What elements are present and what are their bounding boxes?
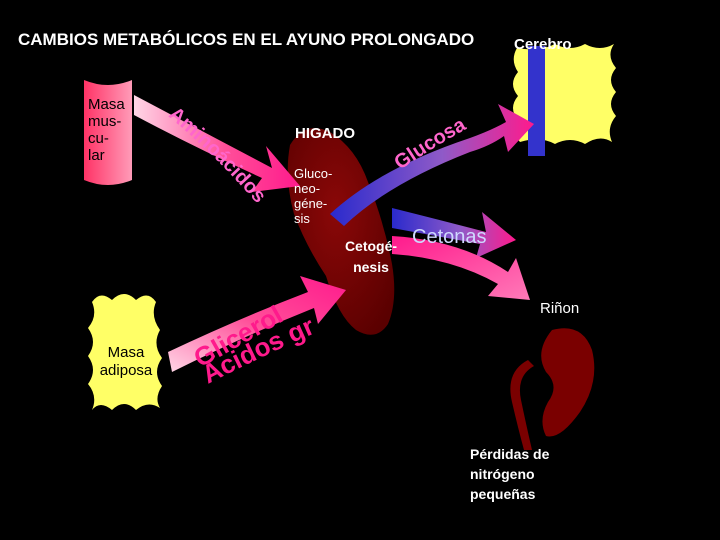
ketones-label: Cetonas bbox=[412, 226, 487, 248]
kidney-shape bbox=[541, 328, 595, 437]
muscle-label: Masa mus- cu- lar bbox=[88, 96, 125, 164]
ketogenesis-label: Cetogé- nesis bbox=[344, 238, 398, 275]
adipose-label: Masa adiposa bbox=[99, 344, 153, 379]
kidney-arrow bbox=[392, 236, 530, 300]
page-title: CAMBIOS METABÓLICOS EN EL AYUNO PROLONGA… bbox=[18, 30, 475, 49]
fatty-acid-arrow bbox=[168, 276, 346, 372]
muscle-shape bbox=[84, 80, 132, 185]
glucose-arrow bbox=[330, 104, 534, 226]
ureter-shape bbox=[510, 360, 534, 450]
kidney-label: Riñon bbox=[540, 300, 580, 317]
nitrogen-loss-label: Pérdidas de nitrógeno pequeñas bbox=[470, 446, 550, 502]
brain-label: Cerebro bbox=[514, 36, 572, 53]
liver-label: HIGADO bbox=[295, 125, 355, 142]
amino-acid-arrow bbox=[134, 95, 300, 192]
brain-bar bbox=[528, 46, 545, 156]
liver-shape bbox=[287, 128, 395, 335]
adipose-shape bbox=[88, 294, 162, 410]
ketone-arrow bbox=[392, 208, 516, 258]
gluconeogenesis-label: Gluco- neo- géne- sis bbox=[294, 166, 333, 226]
